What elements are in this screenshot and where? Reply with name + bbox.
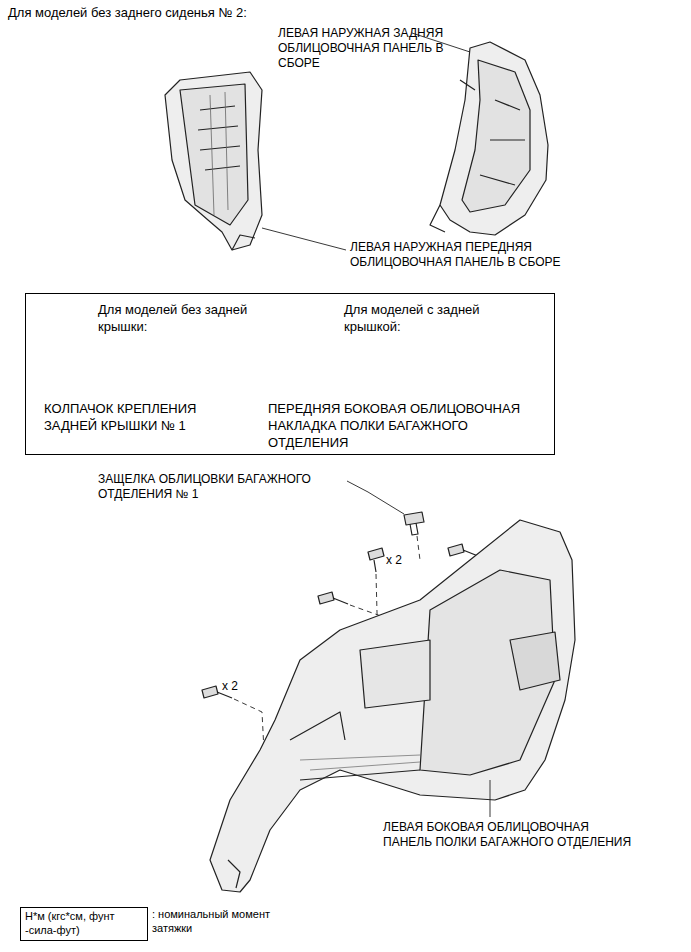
option-heading: Для моделей с задней крышкой: xyxy=(344,301,504,335)
quantity: x 2 xyxy=(386,553,426,568)
quantity: x 2 xyxy=(222,679,262,694)
legend-text: : номинальный момент затяжки xyxy=(152,907,272,935)
part-name: КОЛПАЧОК КРЕПЛЕНИЯ ЗАДНЕЙ КРЫШКИ № 1 xyxy=(44,400,224,434)
front-panel-drawing xyxy=(165,72,262,250)
rear-panel-drawing xyxy=(430,42,548,235)
part-name: ЛЕВАЯ БОКОВАЯ ОБЛИЦОВОЧНАЯ ПАНЕЛЬ ПОЛКИ … xyxy=(383,820,633,850)
option-box: Для моделей без задней крышки: Для моделе… xyxy=(25,293,555,455)
part-name: ЛЕВАЯ НАРУЖНАЯ ПЕРЕДНЯЯ ОБЛИЦОВОЧНАЯ ПАН… xyxy=(350,240,600,270)
option-heading: Для моделей без задней крышки: xyxy=(98,301,268,335)
unit-text: Н*м (кгс*см, фунт -сила-фут) xyxy=(25,909,145,937)
part-name: ПЕРЕДНЯЯ БОКОВАЯ ОБЛИЦОВОЧНАЯ НАКЛАДКА П… xyxy=(268,400,548,451)
torque-legend-box: Н*м (кгс*см, фунт -сила-фут) xyxy=(20,907,148,941)
title: Для моделей без заднего сиденья № 2: xyxy=(8,5,247,20)
part-name: ЛЕВАЯ НАРУЖНАЯ ЗАДНЯЯ ОБЛИЦОВОЧНАЯ ПАНЕЛ… xyxy=(278,26,458,71)
part-name: ЗАЩЕЛКА ОБЛИЦОВКИ БАГАЖНОГО ОТДЕЛЕНИЯ № … xyxy=(98,472,353,502)
clip-drawing xyxy=(404,512,424,535)
